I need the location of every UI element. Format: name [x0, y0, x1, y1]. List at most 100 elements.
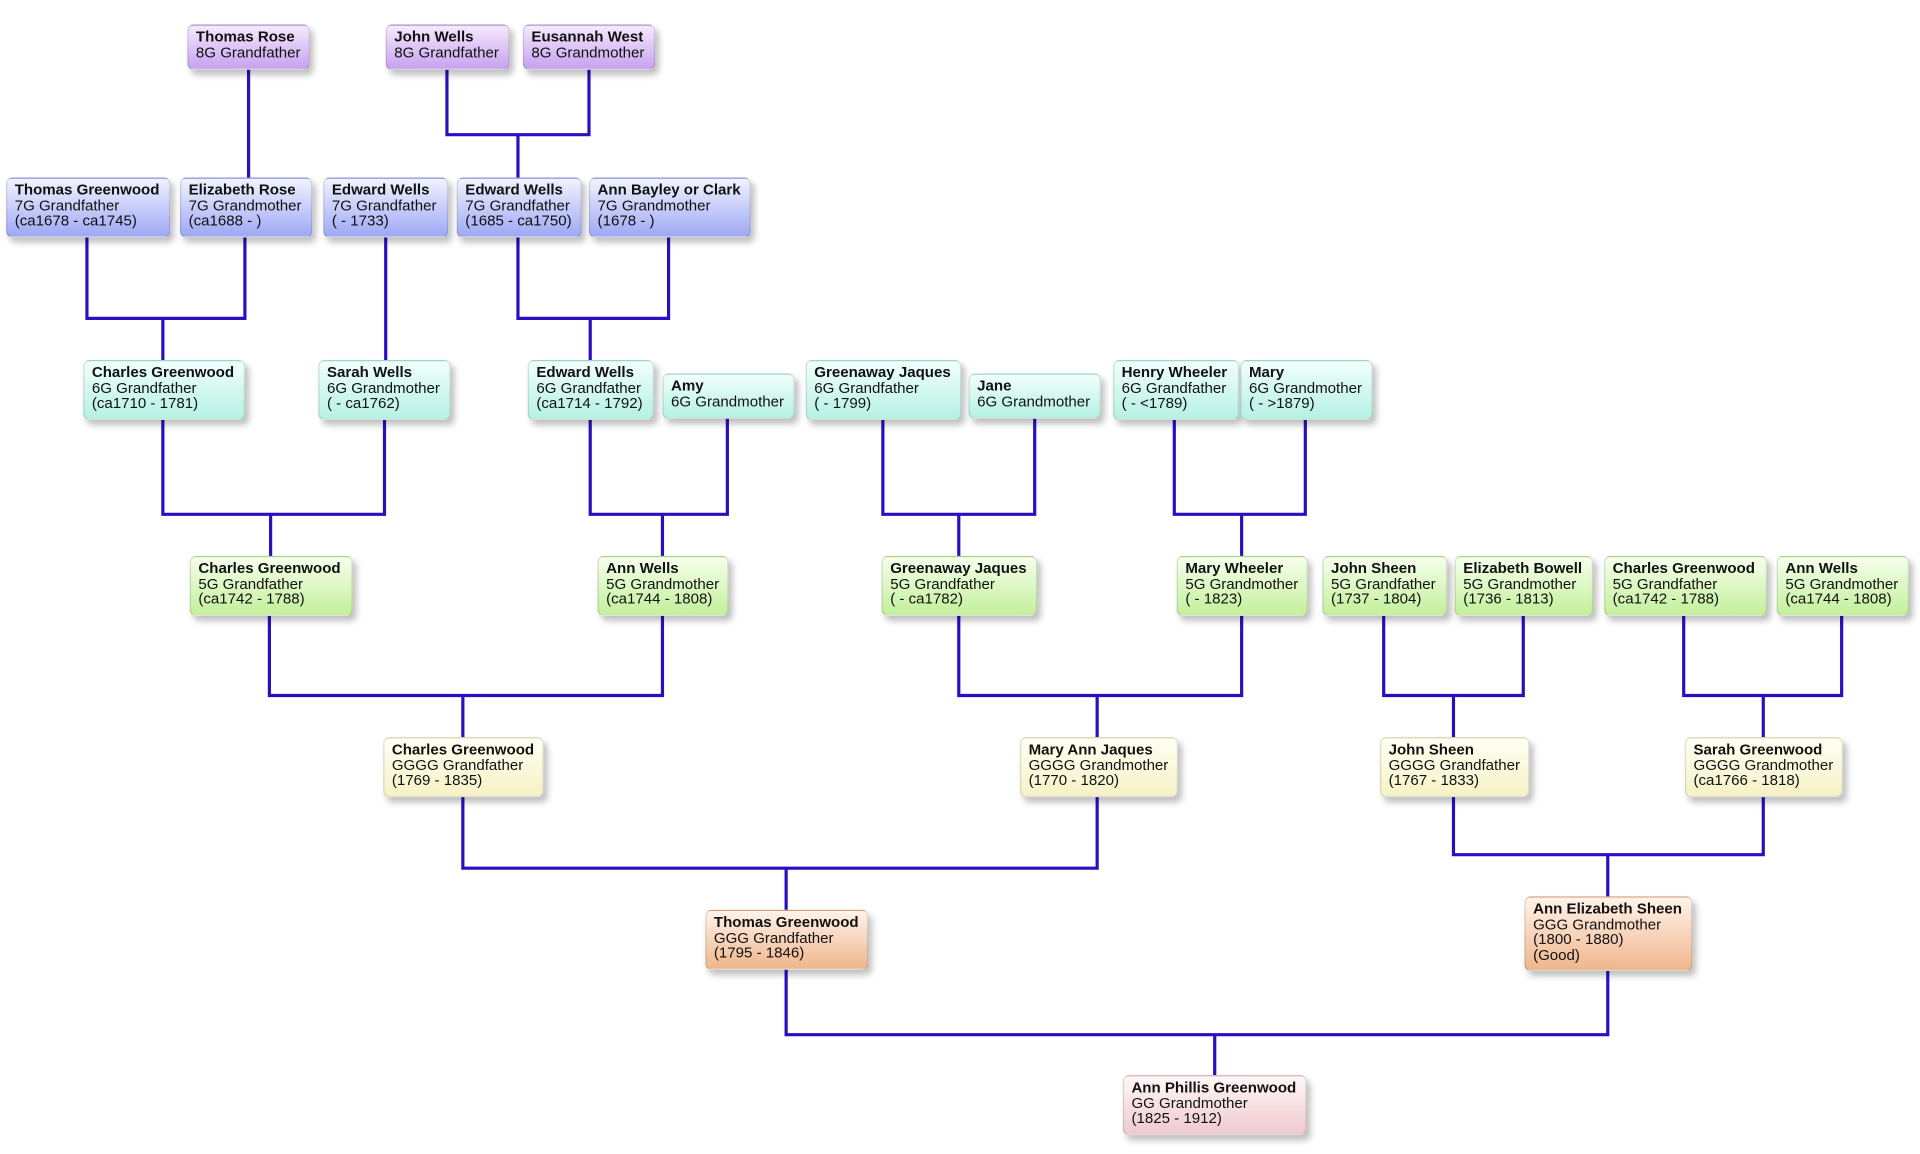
person-dates: (1736 - 1813) — [1463, 590, 1554, 608]
person-dates: (1800 - 1880) — [1533, 930, 1624, 948]
person-dates: ( - <1789) — [1121, 394, 1188, 412]
person-name: Jane — [977, 377, 1012, 395]
person-relation: 5G Grandfather — [890, 575, 995, 593]
person-name: Ann Bayley or Clark — [597, 181, 741, 199]
person-name: John Wells — [394, 28, 474, 46]
person-dates: (1825 - 1912) — [1131, 1109, 1222, 1127]
connector — [445, 69, 591, 178]
person-relation: 6G Grandmother — [977, 392, 1091, 410]
person-relation: 5G Grandfather — [198, 575, 304, 593]
person-name: Edward Wells — [331, 181, 430, 199]
person-relation: GGG Grandmother — [1533, 915, 1662, 933]
person-dates: (ca1688 - ) — [188, 212, 262, 230]
person-relation: GGGG Grandmother — [1028, 756, 1169, 774]
person-name: Greenaway Jaques — [814, 363, 951, 381]
person-relation: GGG Grandfather — [713, 928, 834, 947]
person-note: (Good) — [1533, 946, 1580, 964]
person-name: Mary Ann Jaques — [1028, 740, 1153, 758]
person-relation: 6G Grandfather — [814, 379, 919, 397]
person-dates: (ca1744 - 1808) — [1785, 590, 1892, 608]
person-relation: 6G Grandfather — [91, 379, 197, 397]
person-name: Charles Greenwood — [391, 740, 535, 758]
connector — [1382, 615, 1525, 738]
person-relation: 6G Grandmother — [326, 379, 440, 397]
connector — [461, 797, 1099, 910]
person-relation: 6G Grandmother — [1248, 379, 1362, 397]
person-name: Charles Greenwood — [1612, 559, 1755, 577]
person-name: Mary Wheeler — [1185, 559, 1284, 577]
person-relation: 8G Grandfather — [195, 43, 301, 61]
person-dates: ( - >1879) — [1248, 394, 1315, 412]
person-dates: (1767 - 1833) — [1388, 771, 1480, 789]
person-relation: 5G Grandmother — [1463, 575, 1577, 593]
person-dates: ( - 1799) — [814, 394, 872, 412]
connector — [85, 237, 247, 361]
person-name: Elizabeth Rose — [188, 181, 296, 199]
connector — [1451, 797, 1765, 897]
person-name: Ann Elizabeth Sheen — [1533, 900, 1683, 918]
person-relation: GG Grandmother — [1131, 1094, 1248, 1112]
person-name: John Sheen — [1331, 559, 1417, 577]
person-relation: 7G Grandfather — [331, 196, 437, 214]
connector — [1682, 615, 1844, 738]
person-dates: (ca1766 - 1818) — [1693, 771, 1800, 789]
person-name: Sarah Greenwood — [1693, 740, 1823, 758]
person-name: Ann Wells — [606, 559, 679, 577]
person-relation: 5G Grandmother — [1185, 575, 1299, 593]
person-dates: (1737 - 1804) — [1331, 590, 1422, 608]
connector — [1172, 420, 1307, 556]
person-name: Charles Greenwood — [198, 559, 341, 577]
person-name: Thomas Greenwood — [713, 913, 859, 931]
person-name: Edward Wells — [465, 181, 563, 199]
person-name: Ann Wells — [1785, 559, 1858, 577]
person-dates: (ca1710 - 1781) — [91, 394, 199, 412]
person-relation: 7G Grandmother — [597, 196, 711, 214]
person-name: Mary — [1248, 363, 1285, 381]
person-dates: (1678 - ) — [597, 212, 655, 230]
person-relation: 8G Grandfather — [394, 43, 499, 61]
person-name: Charles Greenwood — [91, 363, 235, 381]
person-dates: (1685 - ca1750) — [465, 212, 572, 230]
person-name: Greenaway Jaques — [890, 559, 1027, 577]
person-name: John Sheen — [1388, 740, 1474, 758]
person-relation: 7G Grandmother — [188, 196, 302, 214]
person-name: Elizabeth Bowell — [1463, 559, 1583, 577]
person-relation: 5G Grandmother — [1785, 575, 1899, 593]
person-name: Edward Wells — [536, 363, 634, 381]
person-relation: GGGG Grandmother — [1693, 756, 1834, 774]
connector — [267, 615, 665, 738]
person-dates: (1795 - 1846) — [713, 944, 805, 962]
